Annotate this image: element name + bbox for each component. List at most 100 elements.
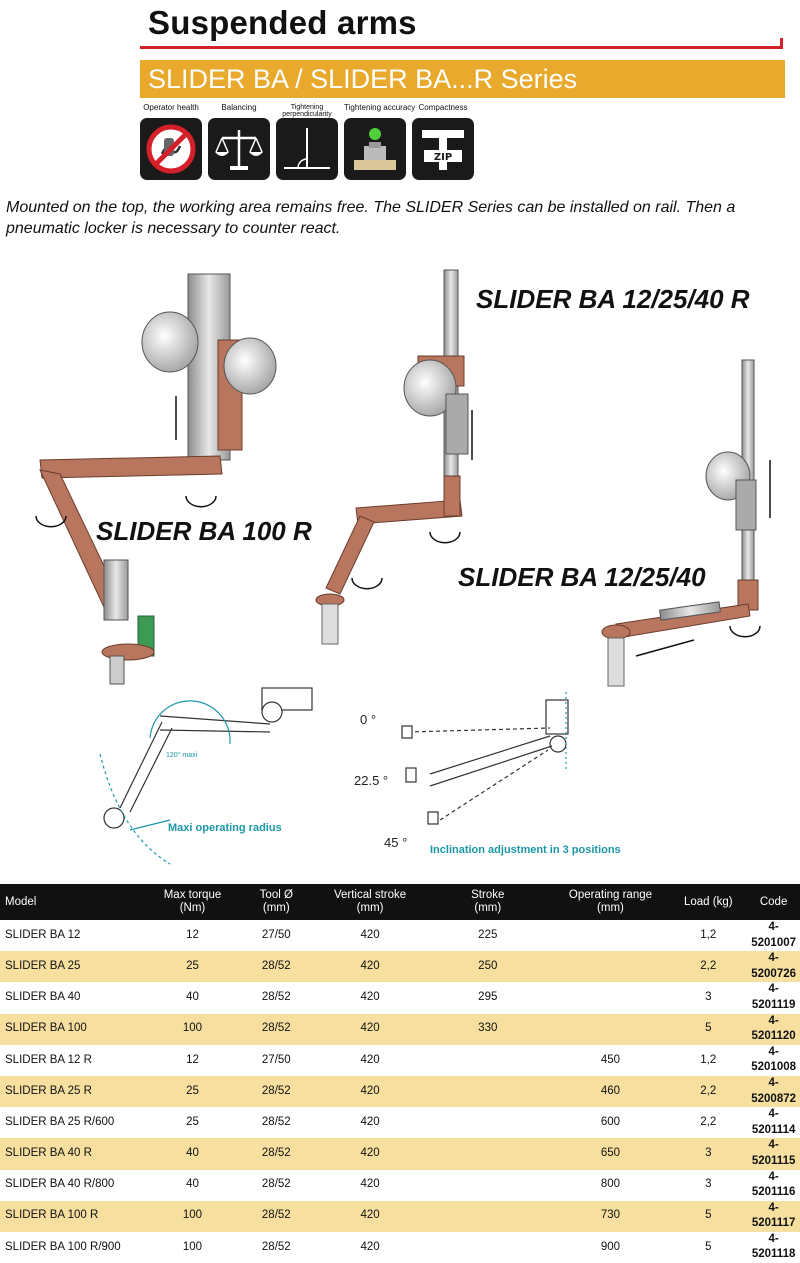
cell-torque: 12: [186, 928, 199, 941]
feature-label: Compactness: [418, 103, 468, 112]
svg-text:ZIP: ZIP: [434, 152, 452, 163]
cell-range: 450: [600, 1053, 621, 1066]
cell-code: 4-5201007: [751, 921, 797, 949]
cell-tool: 28/52: [261, 1147, 291, 1160]
cell-stroke: [424, 1076, 552, 1107]
cell-range: [552, 951, 670, 982]
cell-vstroke: 420: [360, 1147, 380, 1160]
balance-scale-icon: [215, 130, 263, 170]
cell-model: SLIDER BA 40 R: [5, 1147, 92, 1160]
cell-torque: 12: [186, 1053, 199, 1066]
cell-stroke: [424, 1045, 552, 1076]
cell-tool: 27/50: [261, 1053, 291, 1066]
table-header-row: Model Max torque (Nm) Tool Ø (mm) Vertic…: [0, 884, 800, 920]
slider-ba-illustration: [601, 359, 771, 687]
cell-model: SLIDER BA 40 R/800: [5, 1178, 115, 1191]
page-title: Suspended arms: [148, 4, 417, 41]
cell-model: SLIDER BA 12 R: [5, 1053, 92, 1066]
cell-code: 4-5200726: [751, 952, 797, 980]
cell-stroke: 250: [478, 959, 498, 972]
cell-code: 4-5201120: [751, 1014, 796, 1043]
feature-label: Operator health: [143, 103, 199, 112]
cell-tool: 28/52: [261, 1084, 291, 1097]
cell-tool: 28/52: [261, 1240, 291, 1253]
cell-torque: 100: [182, 1022, 203, 1035]
col-operating-range: Operating range (mm): [568, 889, 653, 914]
inclination-label: Inclination adjustment in 3 positions: [430, 844, 621, 856]
cell-vstroke: 420: [360, 1115, 380, 1128]
cell-load: 2,2: [700, 1084, 717, 1097]
cell-tool: 28/52: [261, 1209, 291, 1222]
cell-load: 3: [705, 1147, 712, 1160]
cell-tool: 27/50: [261, 928, 291, 941]
series-banner: SLIDER BA / SLIDER BA...R Series: [140, 60, 785, 98]
description-text: Mounted on the top, the working area rem…: [6, 199, 736, 237]
cell-stroke: [424, 1201, 552, 1232]
series-title: SLIDER BA / SLIDER BA...R Series: [148, 64, 578, 94]
cell-tool: 28/52: [261, 991, 291, 1004]
label-slider-ba-r: SLIDER BA 12/25/40 R: [476, 284, 750, 314]
cell-torque: 25: [186, 959, 199, 972]
cell-torque: 40: [186, 991, 199, 1004]
slider-ba-100r-illustration: [35, 273, 277, 685]
cell-code: 4-5201118: [751, 1232, 796, 1261]
cell-load: 5: [705, 1240, 712, 1253]
cell-torque: 25: [186, 1084, 199, 1097]
cell-vstroke: 420: [360, 991, 380, 1004]
cell-torque: 25: [186, 1115, 199, 1128]
feature-compactness: Compactness ZIP: [412, 104, 474, 180]
cell-range: 460: [600, 1084, 621, 1097]
no-vibration-icon: [146, 124, 196, 174]
angle-0-label: 0 °: [360, 712, 377, 727]
col-torque: Max torque (Nm): [163, 889, 222, 914]
cell-code: 4-5201116: [751, 1170, 796, 1199]
col-tool: Tool Ø (mm): [259, 889, 293, 914]
cell-vstroke: 420: [360, 959, 380, 972]
cell-torque: 40: [186, 1147, 199, 1160]
cell-stroke: [424, 1138, 552, 1169]
cell-vstroke: 420: [360, 1240, 380, 1253]
cell-code: 4-5201119: [751, 983, 796, 1011]
operating-radius-diagram: [99, 687, 313, 865]
cell-stroke: [424, 1170, 552, 1201]
cell-tool: 28/52: [261, 1178, 291, 1191]
cell-load: 1,2: [700, 1053, 717, 1066]
spec-table: Model Max torque (Nm) Tool Ø (mm) Vertic…: [0, 884, 800, 1263]
cell-vstroke: 420: [360, 1022, 380, 1035]
cell-stroke: [424, 1107, 552, 1138]
cell-load: 2,2: [700, 1115, 717, 1128]
cell-torque: 100: [182, 1240, 203, 1253]
col-stroke: Stroke (mm): [471, 889, 505, 914]
radius-label: Maxi operating radius: [168, 822, 282, 834]
cell-vstroke: 420: [360, 1053, 380, 1066]
feature-operator-health: Operator health: [140, 104, 202, 180]
cell-model: SLIDER BA 25 R: [5, 1084, 92, 1097]
cell-load: 3: [705, 1178, 712, 1191]
cell-load: 3: [705, 991, 712, 1004]
cell-tool: 28/52: [261, 1022, 291, 1035]
inclination-diagram: [401, 692, 569, 825]
slider-ba-r-illustration: [315, 269, 473, 645]
cell-vstroke: 420: [360, 928, 380, 941]
feature-accuracy: Tightening accuracy: [344, 104, 415, 180]
label-slider-ba: SLIDER BA 12/25/40: [458, 562, 706, 592]
cell-range: [552, 1014, 670, 1045]
cell-model: SLIDER BA 40: [5, 991, 81, 1004]
cell-model: SLIDER BA 12: [5, 928, 81, 941]
cell-model: SLIDER BA 100 R/900: [5, 1240, 121, 1253]
cell-stroke: 330: [478, 1022, 498, 1035]
feature-balancing: Balancing: [208, 104, 270, 180]
zip-compact-icon: ZIP: [422, 130, 464, 170]
cell-load: 2,2: [700, 959, 717, 972]
cell-code: 4-5200872: [751, 1076, 797, 1105]
cell-torque: 100: [182, 1209, 203, 1222]
